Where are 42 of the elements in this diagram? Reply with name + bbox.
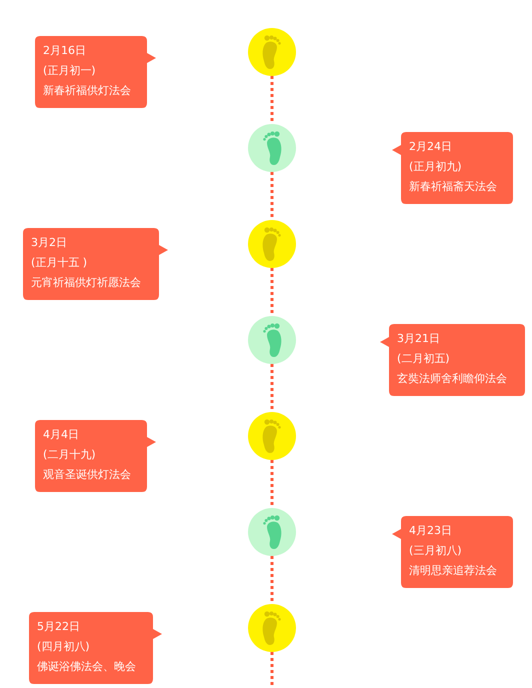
dotted-connector <box>270 652 274 688</box>
event-name-text: 新春祈福供灯法会 <box>43 83 131 99</box>
date-text: 4月23日 <box>409 523 452 539</box>
event-name-text: 观音圣诞供灯法会 <box>43 467 131 483</box>
dotted-connector <box>270 556 274 604</box>
event-callout <box>392 516 513 588</box>
dotted-connector <box>270 460 274 508</box>
lunar-date-text: (正月初一) <box>43 63 96 79</box>
event-callout <box>380 324 525 396</box>
footprint-icon <box>248 124 296 172</box>
date-text: 5月22日 <box>37 619 80 635</box>
event-name-text: 清明思亲追荐法会 <box>409 563 497 579</box>
footprint-icon <box>248 604 296 652</box>
lunar-date-text: (二月十九) <box>43 447 96 463</box>
dotted-connector <box>270 76 274 124</box>
event-callout <box>29 612 162 684</box>
lunar-date-text: (正月初九) <box>409 159 462 175</box>
event-callout <box>35 420 156 492</box>
dotted-connector <box>270 364 274 412</box>
event-name-text: 玄奘法师舍利瞻仰法会 <box>397 371 507 387</box>
dotted-connector <box>270 172 274 220</box>
date-text: 3月21日 <box>397 331 440 347</box>
footprint-icon <box>248 28 296 76</box>
footprint-icon <box>248 316 296 364</box>
date-text: 2月24日 <box>409 139 452 155</box>
dotted-connector <box>270 268 274 316</box>
event-name-text: 元宵祈福供灯祈愿法会 <box>31 275 141 291</box>
date-text: 4月4日 <box>43 427 79 443</box>
footprint-icon <box>248 220 296 268</box>
event-name-text: 新春祈福斋天法会 <box>409 179 497 195</box>
footprint-icon <box>248 412 296 460</box>
event-callout <box>23 228 168 300</box>
footprint-icon <box>248 508 296 556</box>
event-callout <box>392 132 513 204</box>
event-name-text: 佛诞浴佛法会、晚会 <box>37 659 136 675</box>
lunar-date-text: (四月初八) <box>37 639 90 655</box>
lunar-date-text: (二月初五) <box>397 351 450 367</box>
lunar-date-text: (正月十五 ) <box>31 255 88 271</box>
lunar-date-text: (三月初八) <box>409 543 462 559</box>
date-text: 2月16日 <box>43 43 86 59</box>
event-callout <box>35 36 156 108</box>
date-text: 3月2日 <box>31 235 67 251</box>
